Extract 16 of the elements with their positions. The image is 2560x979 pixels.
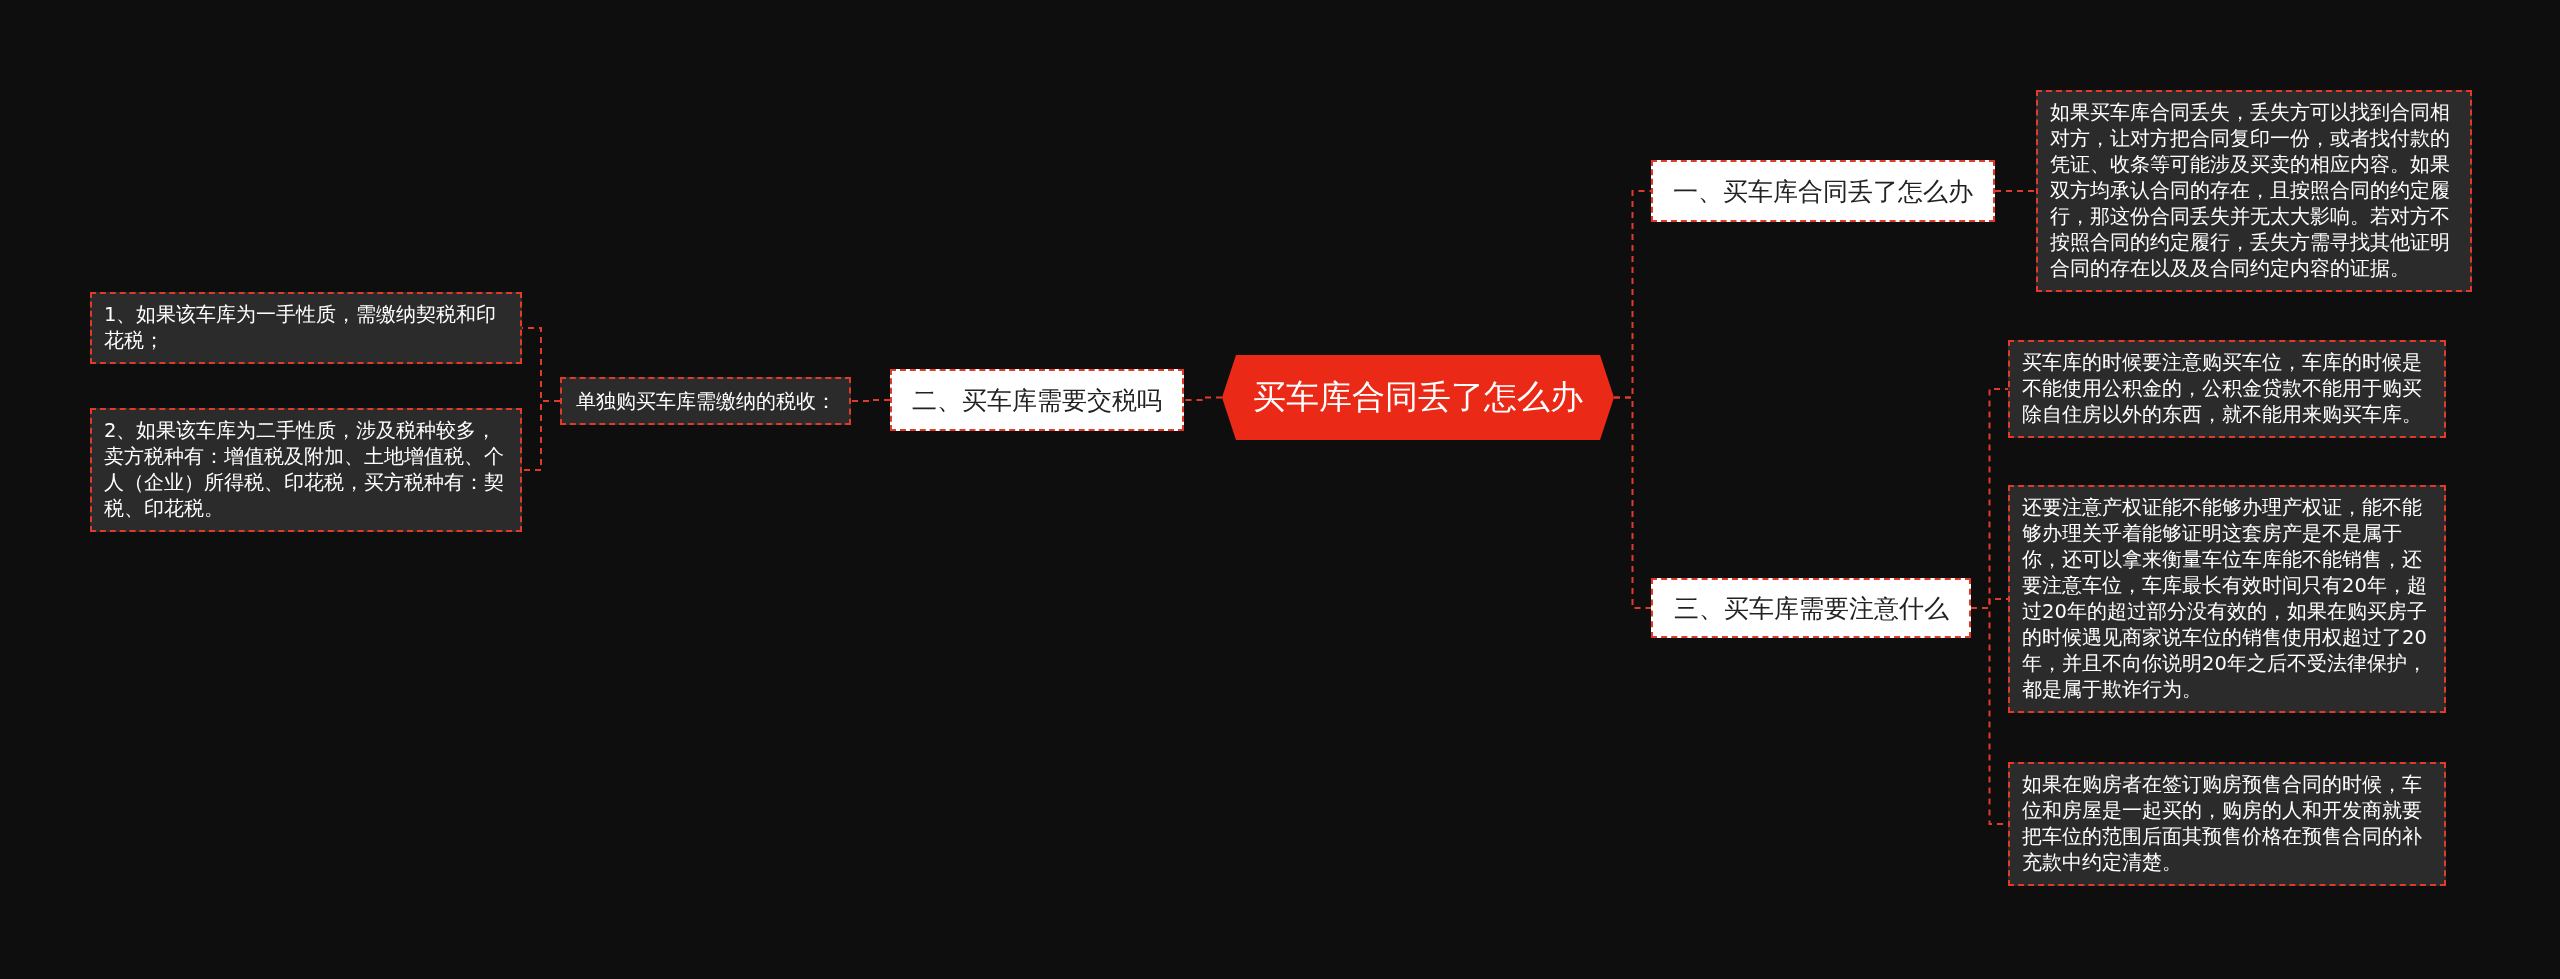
topic-box: 一、买车库合同丢了怎么办	[1651, 160, 1995, 222]
connector-line	[1183, 396, 1223, 401]
connector-line	[850, 399, 891, 402]
subtopic-box: 单独购买车库需缴纳的税收：	[560, 377, 851, 425]
note-box: 2、如果该车库为二手性质，涉及税种较多，卖方税种有：增值税及附加、土地增值税、个人（企业）所得税、印花税，买方税种有：契税、印花税。	[90, 408, 522, 532]
note-box: 如果在购房者在签订购房预售合同的时候，车位和房屋是一起买的，购房的人和开发商就要把车位的范围后面其预售价格在预售合同的补充款中约定清楚。	[2008, 762, 2446, 886]
topic-box: 三、买车库需要注意什么	[1651, 578, 1971, 638]
topic-box: 二、买车库需要交税吗	[890, 369, 1184, 431]
note-box: 1、如果该车库为一手性质，需缴纳契税和印花税；	[90, 292, 522, 364]
connector-line	[1994, 190, 2037, 192]
central-topic: 买车库合同丢了怎么办	[1222, 355, 1614, 440]
connector-line	[1613, 396, 1652, 609]
note-box: 如果买车库合同丢失，丢失方可以找到合同相对方，让对方把合同复印一份，或者找付款的凭证、收条等可能涉及买卖的相应内容。如果双方均承认合同的存在，且按照合同的约定履行，那这份合同丢失并无太大影响。若对方不按照合同的约定履行，丢失方需寻找其他证明合同的存在以及及合同约定内容的证据。	[2036, 90, 2472, 292]
note-box: 还要注意产权证能不能够办理产权证，能不能够办理关乎着能够证明这套房产是不是属于你，还可以拿来衡量车位车库能不能销售，还要注意车位，车库最长有效时间只有20年，超过20年的超过部分没有效的，如果在购买房子的时候遇见商家说车位的销售使用权超过了20年，并且不向你说明20年之后不受法律保护，都是属于欺诈行为。	[2008, 485, 2446, 713]
connector-line	[521, 400, 561, 471]
note-box: 买车库的时候要注意购买车位，车库的时候是不能使用公积金的，公积金贷款不能用于购买除自住房以外的东西，就不能用来购买车库。	[2008, 340, 2446, 438]
